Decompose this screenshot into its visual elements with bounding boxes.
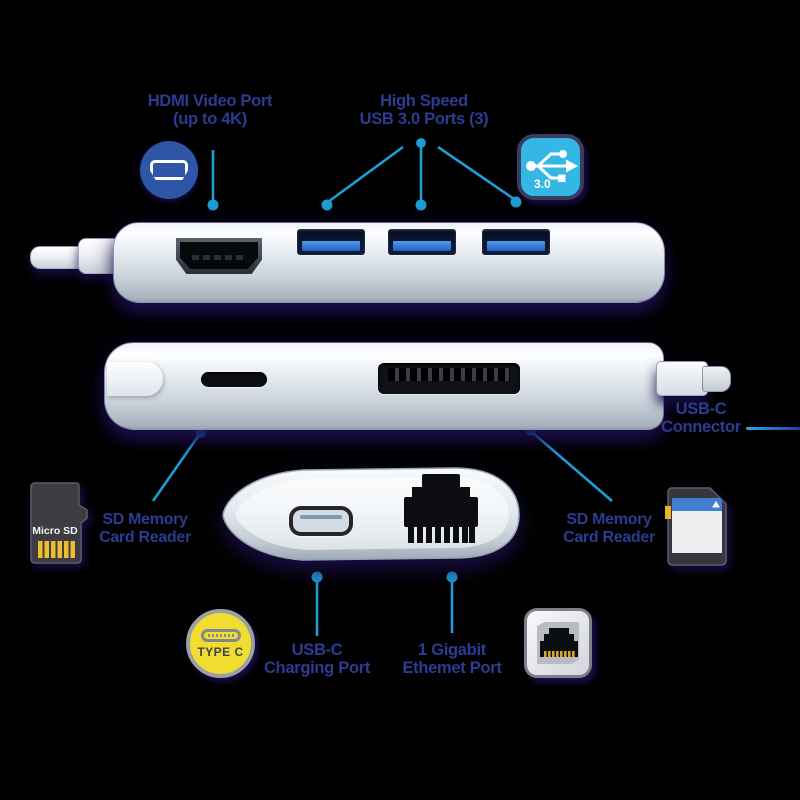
label-usbc-connector-line2: Connector: [661, 418, 741, 436]
usb3-port-1-tongue: [302, 241, 360, 251]
label-usb3-line1: High Speed: [380, 92, 468, 110]
usbc-charging-port: [289, 506, 353, 536]
label-usbc-charging-line2: Charging Port: [263, 659, 371, 677]
label-gigabit-ethernet-line2: Ethemet Port: [402, 659, 502, 677]
label-usbc-connector: USB-C Connector: [621, 400, 781, 436]
micro-sd-card-icon: Micro SD: [30, 482, 88, 564]
label-usb3-ports: High Speed USB 3.0 Ports (3): [324, 92, 524, 128]
sd-slot-contacts: [388, 368, 510, 381]
type-c-pins: [207, 633, 234, 637]
sd-card-slot: [378, 363, 520, 394]
ethernet-port: [404, 474, 478, 543]
usbc-port-pins: [300, 515, 342, 519]
end-cap-highlight: [107, 362, 163, 396]
label-sd-reader-left-line1: SD Memory: [102, 511, 188, 528]
label-gigabit-ethernet: 1 Gigabit Ethemet Port: [372, 641, 532, 677]
label-sd-reader-left-line2: Card Reader: [99, 529, 191, 546]
label-hdmi-video-port: HDMI Video Port (up to 4K): [110, 92, 310, 128]
hub-end-view: [222, 467, 520, 561]
label-hdmi-line2: (up to 4K): [173, 110, 247, 128]
rj45-glyph: [537, 622, 579, 664]
ethernet-jack-icon: [524, 608, 592, 678]
type-c-icon: TYPE C: [186, 609, 255, 678]
type-c-port-glyph: [200, 628, 241, 642]
svg-text:3.0: 3.0: [534, 177, 551, 191]
hdmi-icon: [140, 141, 198, 199]
usb3-port-2-tongue: [393, 241, 451, 251]
label-sd-reader-right: SD Memory Card Reader: [529, 511, 689, 547]
hdmi-port-opening: [180, 242, 258, 269]
label-sd-reader-right-line1: SD Memory: [566, 511, 652, 528]
usb3-icon: 3.0: [517, 134, 584, 200]
hub-side-view: [104, 342, 664, 430]
hdmi-port-pins: [192, 255, 246, 260]
label-sd-reader-left: SD Memory Card Reader: [65, 511, 225, 547]
sd-card-icon: [665, 487, 727, 566]
label-usb3-line2: USB 3.0 Ports (3): [359, 110, 489, 128]
usb3-port-3: [482, 229, 550, 255]
label-gigabit-ethernet-line1: 1 Gigabit: [418, 641, 486, 659]
hub-top-view: [113, 222, 665, 303]
usbc-plug-tip: [702, 366, 731, 392]
type-c-label: TYPE C: [197, 644, 244, 659]
usb3-port-2: [388, 229, 456, 255]
hdmi-connector-glyph: [150, 160, 188, 180]
usb3-port-1: [297, 229, 365, 255]
usb3-port-3-tongue: [487, 241, 545, 251]
micro-sd-slot: [201, 372, 267, 387]
label-hdmi-line1: HDMI Video Port: [147, 92, 273, 110]
usbc-plug-body: [656, 361, 708, 396]
label-usbc-charging: USB-C Charging Port: [237, 641, 397, 677]
usb-trident-glyph: 3.0: [526, 150, 578, 191]
svg-text:Micro SD: Micro SD: [32, 525, 78, 537]
label-usbc-charging-line1: USB-C: [291, 641, 343, 659]
hdmi-port: [176, 238, 262, 274]
label-usbc-connector-line1: USB-C: [675, 400, 727, 418]
label-sd-reader-right-line2: Card Reader: [563, 529, 655, 546]
